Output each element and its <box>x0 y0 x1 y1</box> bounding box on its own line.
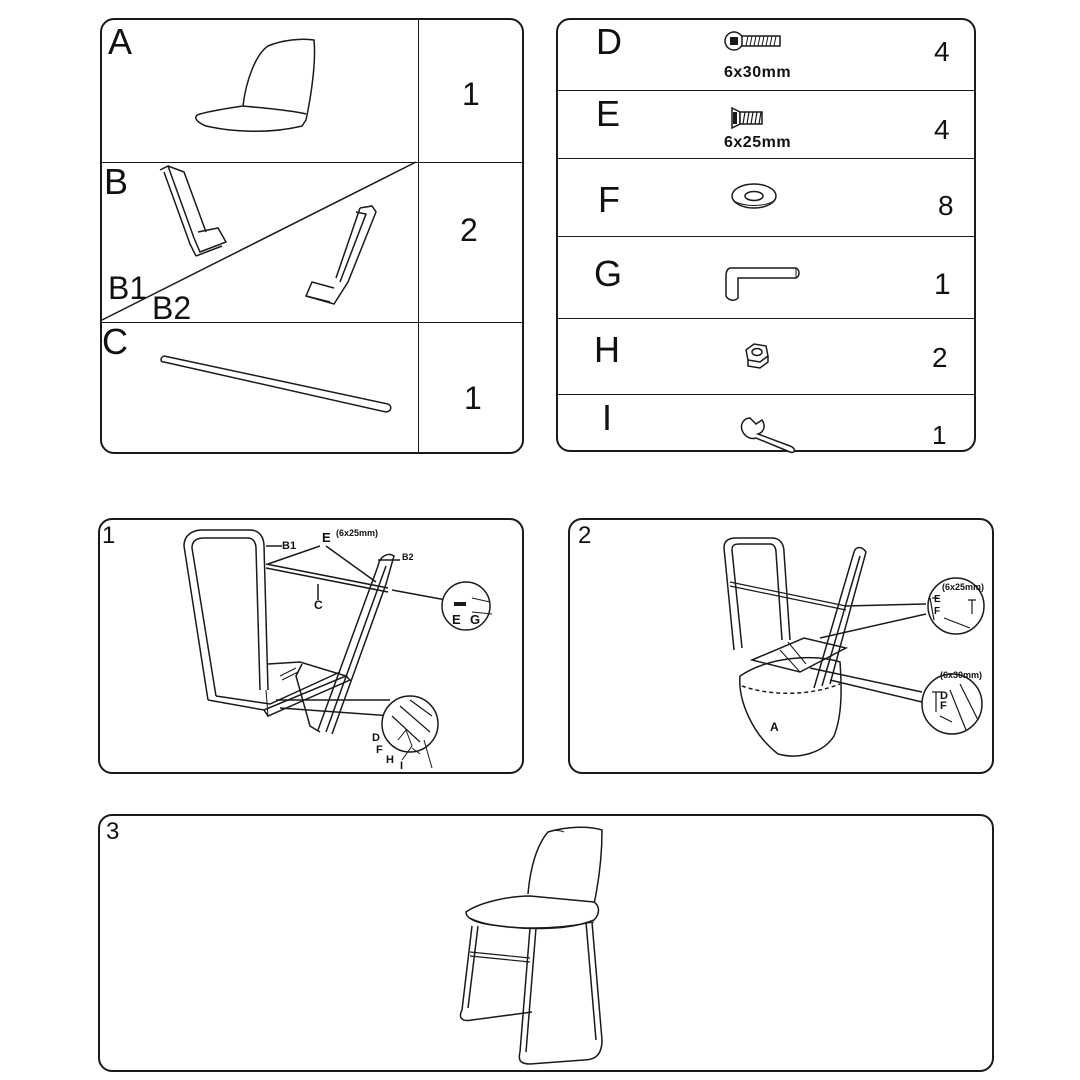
part-b-quantity: 2 <box>460 212 478 248</box>
step-1-f-callout: F <box>376 744 383 756</box>
step-2-e-callout: E <box>934 594 941 605</box>
step-1-b2-callout: B2 <box>402 552 414 562</box>
hardware-g-quantity: 1 <box>934 268 951 301</box>
step-1-b1-callout: B1 <box>282 540 297 552</box>
step-3-panel: 3 <box>98 814 994 1072</box>
parts-divider-1 <box>102 162 522 163</box>
step-1-i-callout: I <box>400 760 404 772</box>
step-1-e-size: (6x25mm) <box>336 528 379 538</box>
step-1-g-callout: G <box>470 612 481 627</box>
step-2-number: 2 <box>578 522 592 549</box>
step-1-d-callout: D <box>372 732 380 744</box>
hardware-i-label: I <box>602 397 613 438</box>
step-2-e-size: (6x25mm) <box>942 582 985 592</box>
step-2-d-size: (6x30mm) <box>940 670 983 680</box>
hardware-divider-5 <box>558 394 974 395</box>
step-2-a-callout: A <box>770 720 779 734</box>
frame-b1-label: B1 <box>108 270 148 306</box>
frame-b2-drawing <box>304 205 377 305</box>
hardware-divider-2 <box>558 158 974 159</box>
seat-shell-drawing <box>195 38 316 132</box>
cross-rod-drawing <box>160 355 392 413</box>
frame-b2-label: B2 <box>152 290 192 326</box>
part-c-quantity: 1 <box>464 380 482 416</box>
step-1-e2-callout: E <box>452 612 461 627</box>
step-1-panel: 1 <box>98 518 524 774</box>
wrench-icon <box>740 417 796 454</box>
parts-divider-vertical <box>418 20 419 452</box>
step-2-d-callout: D <box>940 690 948 702</box>
part-b-label: B <box>104 161 129 202</box>
long-bolt-icon <box>724 31 781 51</box>
hardware-e-label: E <box>596 93 621 134</box>
hardware-d-quantity: 4 <box>934 36 950 67</box>
part-a-label: A <box>108 21 133 62</box>
hardware-panel: D 6x30mm 4 E 6x25mm 4 F 8 G 1 H 2 I 1 <box>556 18 976 452</box>
step-2-f-callout: F <box>934 606 941 617</box>
hardware-e-size: 6x25mm <box>724 134 792 151</box>
hardware-d-size: 6x30mm <box>724 64 792 81</box>
hardware-d-label: D <box>596 21 622 62</box>
hardware-g-label: G <box>594 253 623 294</box>
step-1-e-callout: E <box>322 530 331 545</box>
hardware-divider-4 <box>558 318 974 319</box>
washer-icon <box>731 183 777 209</box>
step-1-number: 1 <box>102 522 116 549</box>
short-bolt-icon <box>731 106 763 130</box>
hardware-i-quantity: 1 <box>932 420 947 450</box>
part-a-quantity: 1 <box>462 76 480 112</box>
step-3-number: 3 <box>106 818 120 845</box>
step-1-h-callout: H <box>386 754 394 766</box>
hardware-e-quantity: 4 <box>934 114 950 145</box>
hex-nut-icon <box>745 343 769 369</box>
hardware-f-label: F <box>598 179 620 220</box>
step-1-c-callout: C <box>314 598 323 612</box>
hardware-divider-1 <box>558 90 974 91</box>
hardware-h-quantity: 2 <box>932 342 948 373</box>
allen-key-icon <box>725 267 800 301</box>
part-c-label: C <box>102 321 128 362</box>
hardware-h-label: H <box>594 329 620 370</box>
hardware-f-quantity: 8 <box>938 190 954 221</box>
parts-divider-2 <box>102 322 522 323</box>
step-2-f2-callout: F <box>940 700 947 712</box>
hardware-divider-3 <box>558 236 974 237</box>
frame-b1-drawing <box>159 164 228 257</box>
assembled-chair-drawing <box>459 826 603 1065</box>
part-b-diagonal-divider <box>101 161 417 321</box>
